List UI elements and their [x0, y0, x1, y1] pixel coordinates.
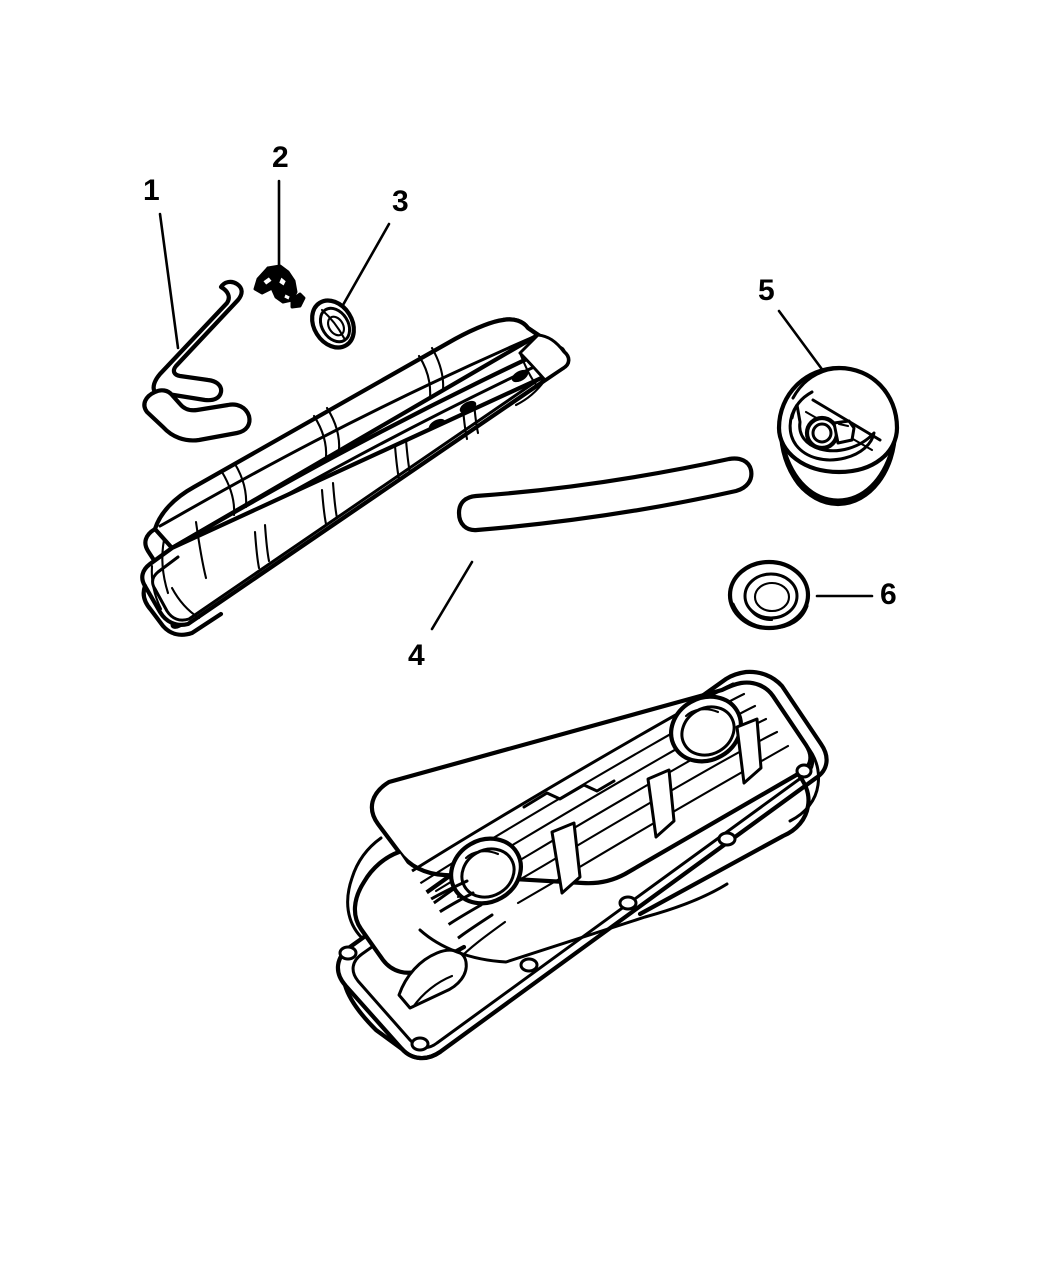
valve-cover-gussets [550, 717, 763, 895]
part-pcv-grommet [310, 298, 356, 350]
leader-line-1 [158, 212, 180, 350]
part-oil-filler-grommet [727, 559, 811, 631]
callout-label-3: 3 [392, 185, 409, 218]
leader-line-4 [430, 560, 474, 631]
leader-line-3 [341, 222, 391, 307]
part-valve-cover [335, 669, 829, 1061]
leader-lines [158, 179, 874, 631]
part-intake-manifold-cover [140, 317, 571, 637]
valve-cover-bolt-holes [338, 763, 813, 1052]
callout-label-4: 4 [408, 639, 425, 672]
part-pcv-valve [253, 264, 306, 309]
callout-label-5: 5 [758, 274, 775, 307]
valve-cover-opening-lower [449, 836, 523, 906]
valve-cover-opening-upper [669, 694, 743, 764]
callout-label-1: 1 [143, 174, 160, 207]
callout-label-2: 2 [272, 141, 289, 174]
part-breather-hose [456, 456, 754, 533]
leader-line-5 [777, 309, 826, 374]
callout-label-6: 6 [880, 578, 897, 611]
part-pcv-hose [142, 279, 252, 443]
part-oil-filler-cap [776, 365, 900, 507]
